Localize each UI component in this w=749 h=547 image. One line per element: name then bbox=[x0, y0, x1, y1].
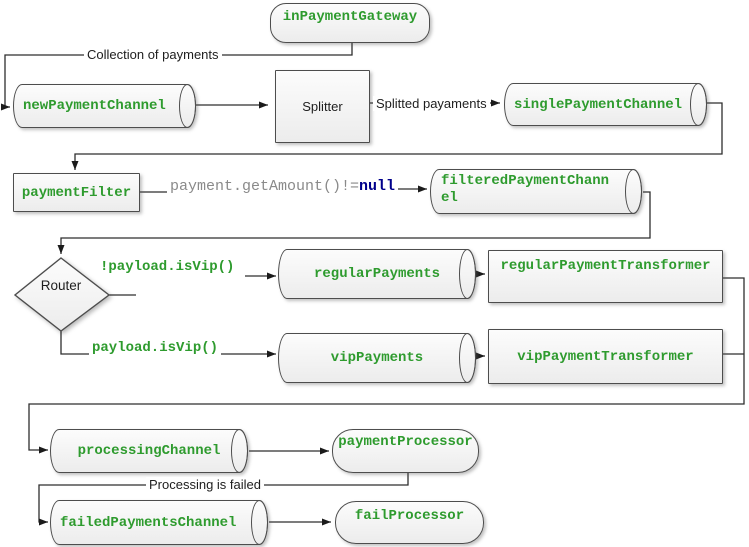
edge-label-vip-condition: payload.isVip() bbox=[89, 340, 222, 356]
connector-filteredPaymentChannel-to-router bbox=[57, 191, 651, 254]
node-newPaymentChannel: newPaymentChannel bbox=[13, 83, 197, 129]
node-splitter: Splitter bbox=[275, 70, 370, 143]
node-singlePaymentChannel-label: singlePaymentChannel bbox=[514, 96, 683, 113]
node-paymentProcessor-label: paymentProcessor bbox=[338, 434, 473, 450]
node-vipPayments-label: vipPayments bbox=[330, 350, 424, 366]
connector-transformers-to-processingChannel bbox=[28, 277, 745, 454]
node-regularPayments-label: regularPayments bbox=[313, 266, 441, 282]
edge-label-processing-failed: Processing is failed bbox=[146, 477, 264, 492]
node-newPaymentChannel-label: newPaymentChannel bbox=[23, 98, 166, 114]
edge-label-splitted-payaments: Splitted payaments bbox=[373, 96, 490, 111]
node-failedPaymentsChannel-label: failedPaymentsChannel bbox=[60, 514, 237, 531]
filter-expression-text: payment.getAmount()!= bbox=[170, 178, 360, 195]
filter-expression-null: null bbox=[359, 178, 396, 195]
node-processingChannel-label: processingChannel bbox=[77, 443, 221, 459]
node-singlePaymentChannel: singlePaymentChannel bbox=[504, 82, 708, 127]
node-failProcessor-label: failProcessor bbox=[354, 508, 465, 524]
node-router-label-wrap: Router bbox=[36, 277, 86, 295]
node-failedPaymentsChannel: failedPaymentsChannel bbox=[50, 499, 269, 546]
node-paymentFilter-label: paymentFilter bbox=[21, 184, 132, 201]
node-regularPayments: regularPayments bbox=[278, 248, 477, 300]
node-processingChannel: processingChannel bbox=[50, 428, 249, 474]
node-vipPaymentTransformer: vipPaymentTransformer bbox=[488, 329, 723, 384]
edge-label-filter-expression: payment.getAmount()!=null bbox=[167, 177, 399, 195]
node-inPaymentGateway-label: inPaymentGateway bbox=[282, 9, 418, 25]
node-vipPaymentTransformer-label: vipPaymentTransformer bbox=[517, 348, 694, 365]
node-router-diamond bbox=[13, 257, 111, 332]
node-paymentFilter: paymentFilter bbox=[13, 173, 140, 212]
node-splitter-label: Splitter bbox=[302, 99, 343, 114]
connector-paymentProcessor-to-failedPaymentsChannel bbox=[38, 473, 409, 526]
node-inPaymentGateway: inPaymentGateway bbox=[270, 3, 430, 43]
node-failProcessor: failProcessor bbox=[335, 501, 484, 544]
node-regularPaymentTransformer-label: regularPaymentTransformer bbox=[500, 258, 711, 274]
node-filteredPaymentChannel-label: filteredPaymentChannel bbox=[441, 173, 610, 206]
node-regularPaymentTransformer: regularPaymentTransformer bbox=[488, 250, 723, 303]
node-vipPayments: vipPayments bbox=[278, 332, 477, 384]
connector-singlePaymentChannel-to-paymentFilter bbox=[71, 102, 723, 170]
edge-label-not-vip-condition: !payload.isVip() bbox=[97, 259, 238, 275]
edge-label-collection-of-payments: Collection of payments bbox=[84, 47, 222, 62]
node-paymentProcessor: paymentProcessor bbox=[332, 429, 479, 473]
node-router-label: Router bbox=[40, 278, 82, 293]
node-filteredPaymentChannel: filteredPaymentChannel bbox=[430, 168, 643, 215]
connector-gateway-to-newPaymentChannel bbox=[1, 43, 353, 111]
